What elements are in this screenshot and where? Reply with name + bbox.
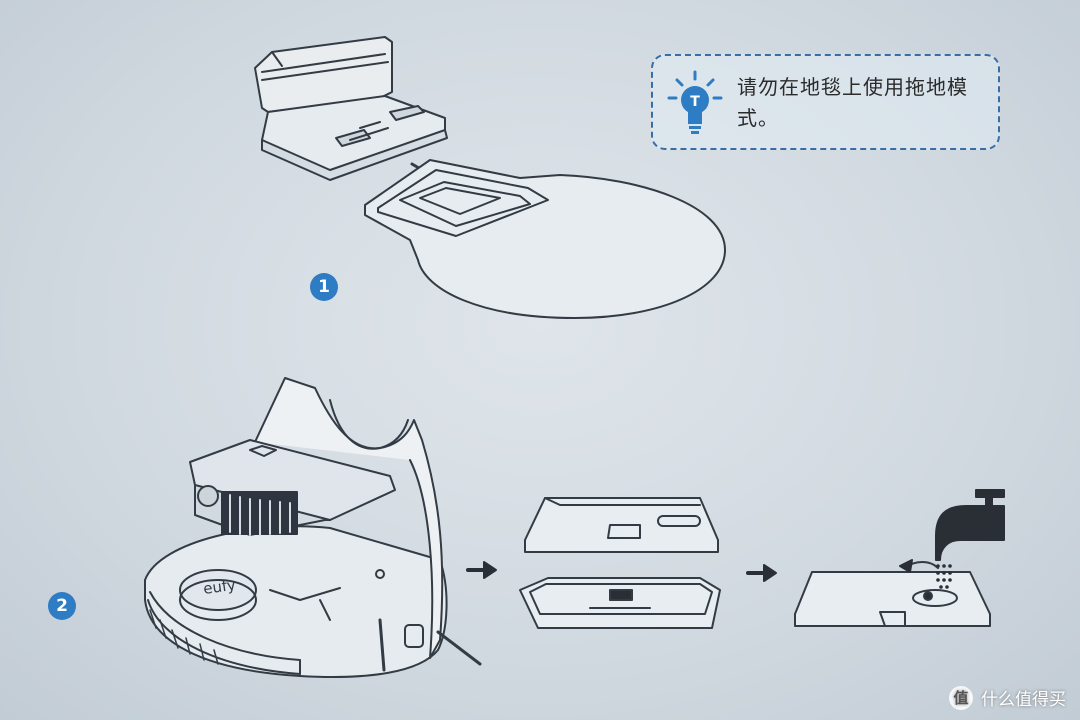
water-tap-drawing [935, 489, 1005, 589]
robot-logo-text: eufy [202, 576, 237, 598]
step-2-badge: 2 [48, 592, 76, 620]
watermark-text: 什么值得买 [981, 690, 1066, 710]
step-1-badge: 1 [310, 273, 338, 301]
tip-callout: T 请勿在地毯上使用拖地模式。 [651, 54, 1000, 150]
water-drops [936, 564, 952, 589]
robot-vacuum-drawing [144, 377, 482, 678]
lightbulb-icon: T [667, 70, 723, 134]
floor-mat-drawing [364, 159, 726, 319]
watermark: 值 什么值得买 [949, 685, 1066, 710]
filling-tank-drawing [794, 559, 991, 627]
watermark-logo-icon: 值 [949, 685, 973, 710]
tip-text: 请勿在地毯上使用拖地模式。 [737, 75, 968, 130]
water-tank-drawing [519, 497, 721, 629]
lightbulb-letter: T [690, 94, 700, 110]
charging-dock-drawing [254, 36, 448, 181]
